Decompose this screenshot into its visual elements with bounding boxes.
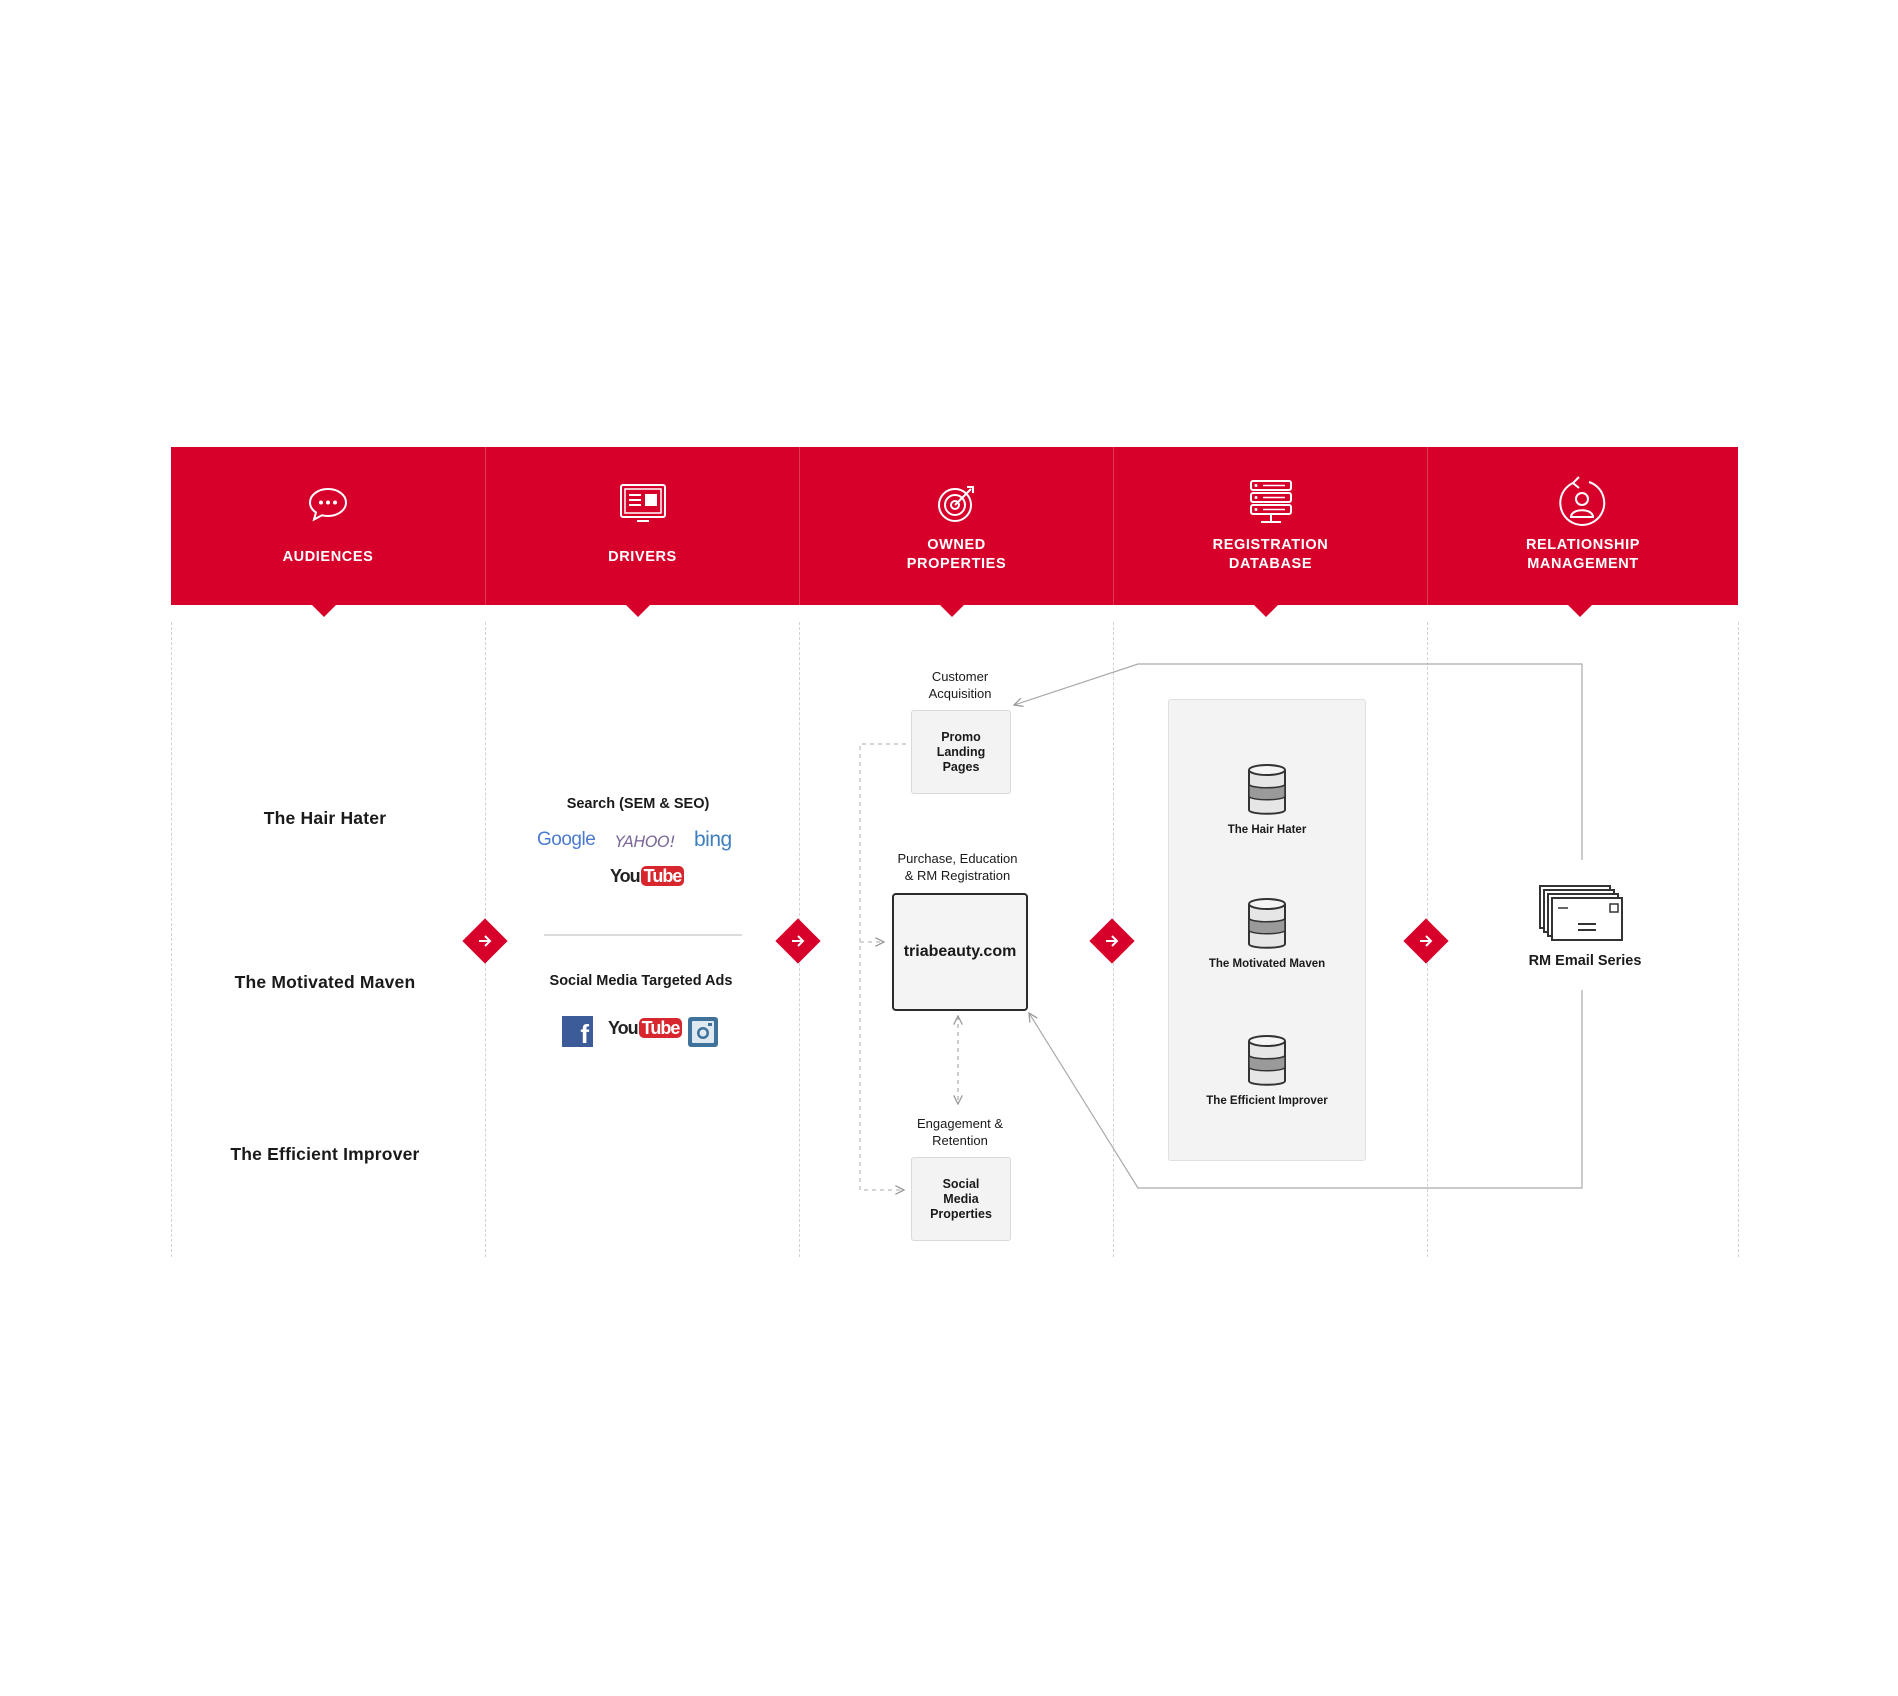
loop-line-to-site [1029,990,1583,1189]
header-label-audiences: AUDIENCES [282,549,374,565]
main-site-box: triabeauty.com [892,893,1028,1011]
customer-acquisition-label: Customer Acquisition [880,668,1040,702]
label-line: Retention [932,1133,988,1148]
label-line: Acquisition [928,686,992,701]
loop-line-to-promo [1014,663,1583,860]
box-line: Properties [930,1206,992,1221]
header-notch [625,604,651,617]
facebook-logo: f [562,1016,593,1047]
label-line: Customer [931,669,989,684]
yahoo-logo: YAHOO! [615,832,676,851]
header-band: AUDIENCES DRIVERS OWNED PROPERTIES [171,447,1738,605]
db-segment-efficient-improver: The Efficient Improver [1206,1095,1328,1107]
audience-efficient-improver: The Efficient Improver [230,1144,420,1164]
youtube-you-text: You [610,866,641,886]
rm-email-series-label: RM Email Series [1528,953,1642,969]
box-line: Landing [936,744,986,759]
database-panel: The Hair Hater The Motivated Maven The E… [1168,699,1366,1161]
arrow-right-icon [479,935,492,947]
header-label-line: DATABASE [1228,556,1313,572]
browser-window-icon [619,484,666,522]
youtube-you-text: You [608,1018,639,1038]
arrow-right-icon [792,935,805,947]
header-col-audiences: AUDIENCES [171,447,485,605]
header-label-line: RELATIONSHIP [1525,537,1641,553]
header-notch [1567,604,1593,617]
target-icon [937,486,974,522]
google-logo: Google [537,829,596,851]
header-label-relationship-management: RELATIONSHIP MANAGEMENT [1428,536,1738,574]
header-col-relationship-management: RELATIONSHIP MANAGEMENT [1428,447,1738,605]
promo-landing-pages-box: Promo Landing Pages [911,710,1011,794]
header-divider [1113,447,1114,605]
header-notch [1253,604,1279,617]
header-label-owned-properties: OWNED PROPERTIES [800,536,1113,574]
youtube-tube-text: Tube [640,866,685,886]
google-logo-text: Google [537,829,596,850]
dashed-bracket [859,743,906,1190]
email-stack-icon [1539,885,1623,941]
user-cycle-icon [1559,476,1606,526]
bing-logo: bing [694,828,732,851]
header-divider [799,447,800,605]
header-label-registration-database: REGISTRATION DATABASE [1114,536,1427,574]
label-line: & RM Registration [904,868,1011,883]
header-col-registration-database: REGISTRATION DATABASE [1114,447,1427,605]
header-label-drivers: DRIVERS [608,549,677,565]
purchase-education-label: Purchase, Education & RM Registration [870,850,1045,884]
header-divider [485,447,486,605]
database-icon [1248,764,1286,815]
server-stack-icon [1249,480,1292,523]
column-divider [1738,622,1739,1257]
audience-hair-hater: The Hair Hater [263,808,387,828]
social-driver-title: Social Media Targeted Ads [549,973,733,989]
db-segment-motivated-maven: The Motivated Maven [1208,958,1326,970]
instagram-icon [688,1017,718,1047]
box-line: Media [943,1191,979,1206]
header-divider [1427,447,1428,605]
header-label-line: MANAGEMENT [1527,556,1639,572]
label-line: Purchase, Education [897,851,1018,866]
engagement-retention-label: Engagement & Retention [880,1115,1040,1149]
youtube-tube-text: Tube [638,1018,683,1038]
header-label-line: REGISTRATION [1212,537,1329,553]
arrow-right-icon [1420,935,1433,947]
box-line: Social [942,1176,980,1191]
column-divider [171,622,172,1257]
header-notch [311,604,337,617]
db-segment-hair-hater: The Hair Hater [1227,824,1307,836]
header-notch [939,604,965,617]
label-line: Engagement & [916,1116,1003,1131]
social-media-properties-box: Social Media Properties [911,1157,1011,1241]
chat-bubble-icon [308,487,348,522]
arrow-right-icon [1106,935,1119,947]
header-label-line: OWNED [927,537,986,553]
box-line: Promo [941,729,981,744]
box-line: Pages [942,759,980,774]
search-driver-title: Search (SEM & SEO) [566,796,710,812]
database-icon [1248,898,1286,949]
audience-motivated-maven: The Motivated Maven [234,972,416,992]
header-col-drivers: DRIVERS [486,447,799,605]
header-col-owned-properties: OWNED PROPERTIES [800,447,1113,605]
header-label-line: PROPERTIES [906,556,1007,572]
database-icon [1248,1035,1286,1086]
